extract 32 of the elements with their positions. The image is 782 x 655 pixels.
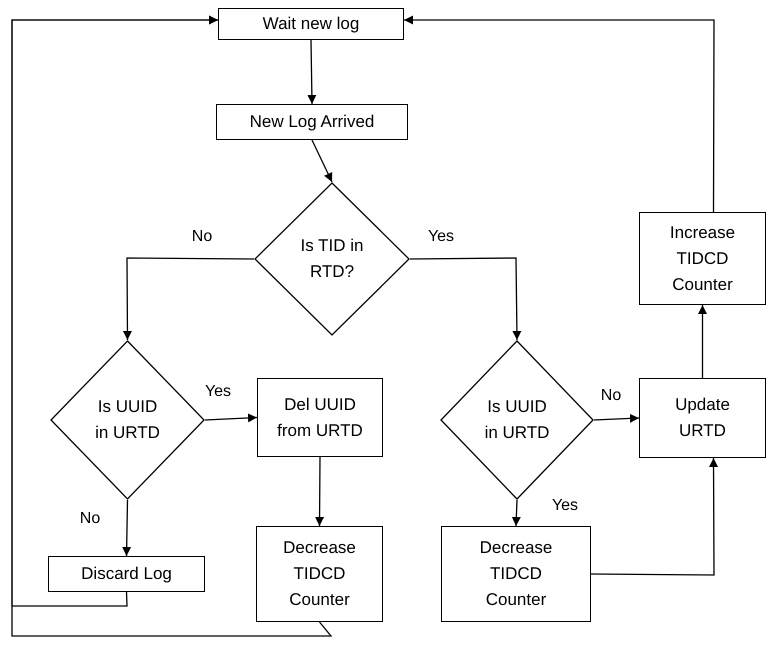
node-text: Decrease TIDCD Counter [282, 537, 357, 611]
node-text: New Log Arrived [250, 111, 374, 133]
node-text: Is UUID in URTD [94, 396, 161, 444]
arrow [698, 305, 707, 378]
node-text: Is UUID in URTD [484, 396, 550, 444]
arrow [311, 140, 333, 182]
arrow [512, 500, 521, 526]
arrow [122, 500, 132, 556]
arrow [307, 40, 316, 104]
node-text: Is TID in RTD? [300, 235, 364, 283]
process-box [639, 212, 766, 305]
node-text: Decrease TIDCD Counter [478, 537, 554, 611]
arrow [404, 16, 715, 212]
arrow [204, 413, 258, 422]
process-box [639, 378, 766, 458]
arrow [11, 16, 332, 637]
node-text: Update URTD [674, 394, 731, 442]
node-text: Del UUID from URTD [276, 394, 364, 442]
process-box [256, 526, 383, 622]
process-box [441, 526, 591, 622]
arrow [591, 458, 718, 576]
process-box [257, 378, 383, 457]
process-box [218, 8, 404, 40]
arrow [315, 457, 324, 526]
arrow [122, 257, 254, 340]
process-box [216, 104, 408, 140]
arrow [410, 257, 522, 340]
node-text: Wait new log [262, 13, 360, 35]
node-text: Discard Log [81, 563, 172, 585]
arrow [594, 414, 640, 423]
process-box [48, 556, 205, 592]
node-text: Increase TIDCD Counter [668, 222, 736, 296]
